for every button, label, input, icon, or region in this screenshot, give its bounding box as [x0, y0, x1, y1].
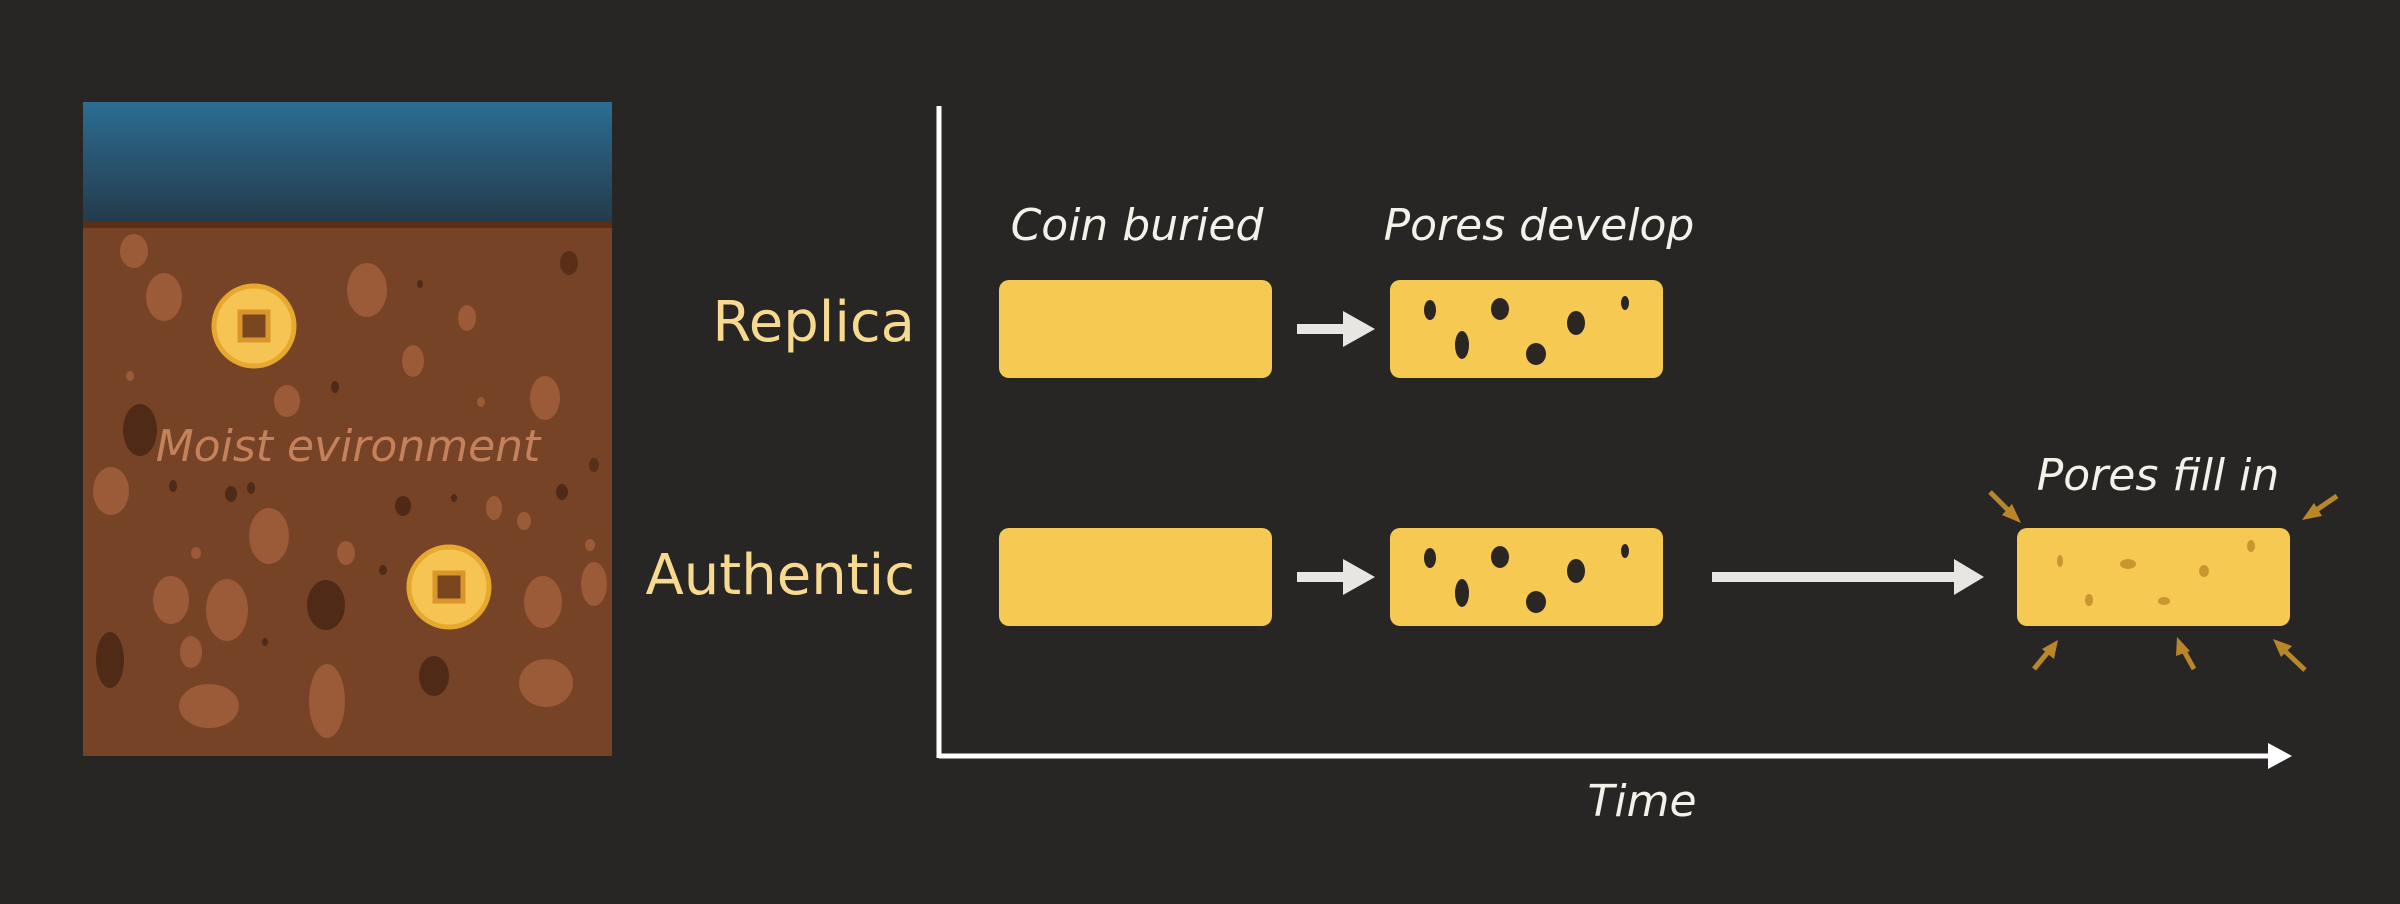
stage-arrow — [1297, 559, 1375, 595]
row-label-replica: Replica — [712, 290, 915, 355]
stage-caption-filled: Pores fill in — [2036, 450, 2280, 501]
axes — [936, 106, 2292, 769]
stage-arrow — [1297, 311, 1375, 347]
stage-caption-buried: Coin buried — [1010, 200, 1264, 251]
coin-bar-porous — [1390, 528, 1663, 626]
soil-stones — [93, 234, 607, 738]
x-axis-arrowhead — [2268, 743, 2292, 769]
coin-icon — [406, 544, 492, 630]
water-layer — [83, 102, 612, 224]
soil-caption: Moist evironment — [155, 421, 541, 472]
authentic-row — [999, 490, 2339, 672]
soil-top-edge — [83, 222, 612, 228]
pores — [1424, 544, 1629, 613]
inward-arrows — [1988, 490, 2339, 672]
coin-bar-porous — [1390, 280, 1663, 378]
long-arrow — [1712, 559, 1984, 595]
coin-bar-intact — [999, 280, 1272, 378]
pores — [1424, 296, 1629, 365]
row-label-authentic: Authentic — [645, 543, 916, 608]
x-axis-label: Time — [1587, 776, 1697, 827]
coin-icon — [211, 283, 297, 369]
replica-row — [999, 280, 1663, 378]
stage-caption-pores: Pores develop — [1383, 200, 1695, 251]
filled-pores — [2057, 540, 2255, 606]
soil-panel — [83, 102, 612, 756]
coin-bar-intact — [999, 528, 1272, 626]
